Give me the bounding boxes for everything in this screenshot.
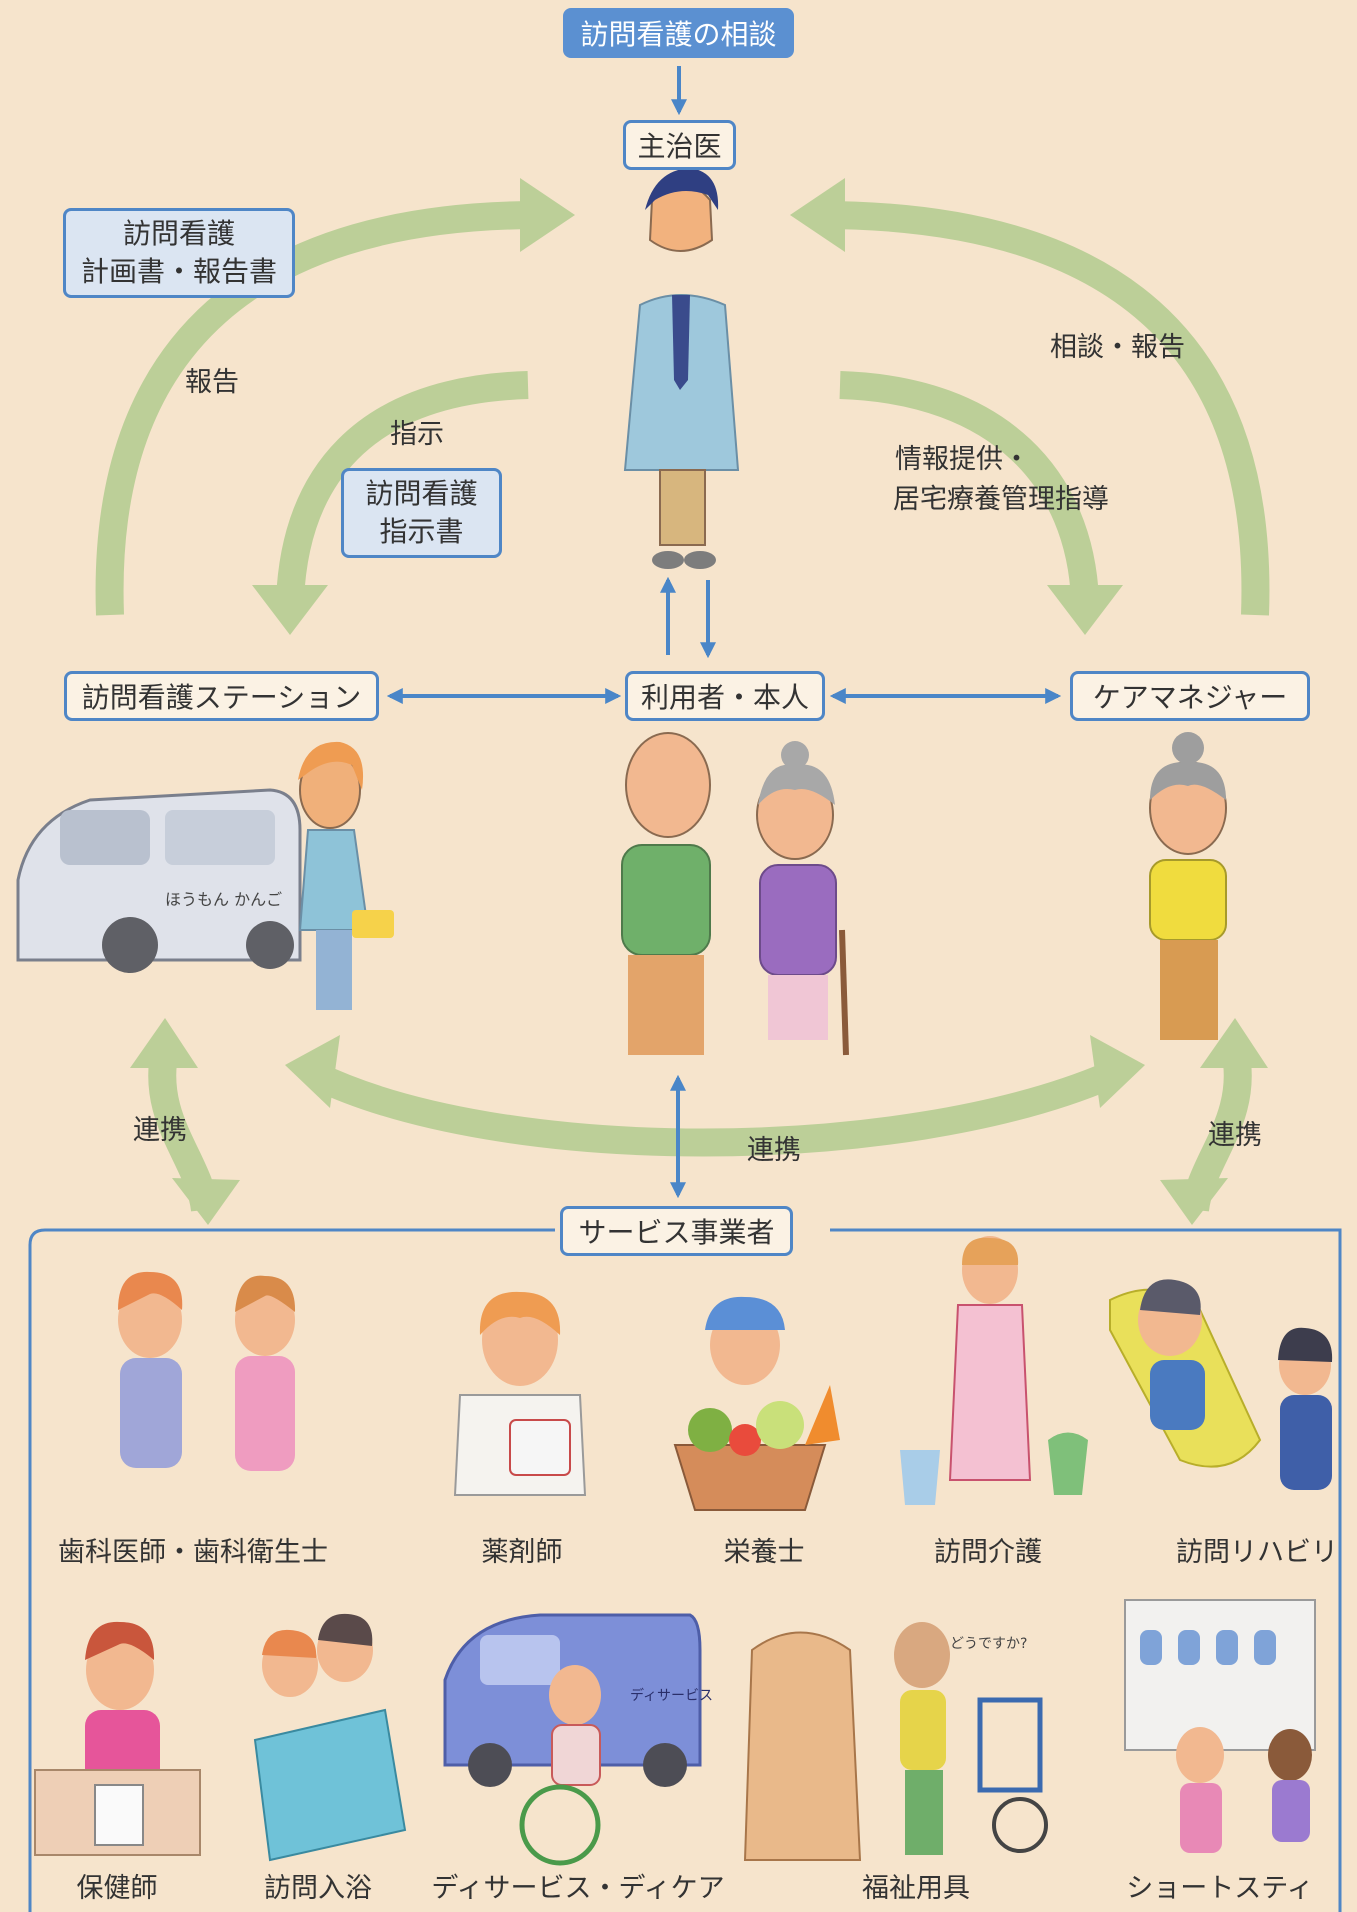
consult-label: 訪問看護の相談 <box>580 18 777 51</box>
station-label: 訪問看護ステーション <box>81 681 362 714</box>
day-service-illustration: ディサービス <box>443 1613 713 1866</box>
provider-caption-welfare-equipment: 福祉用具 <box>862 1873 970 1904</box>
provider-caption-bathing: 訪問入浴 <box>264 1873 372 1904</box>
pharmacist-illustration <box>453 1291 587 1496</box>
patient-box[interactable]: 利用者・本人 <box>625 671 825 721</box>
instruct-arc <box>276 371 529 601</box>
doctor-box[interactable]: 主治医 <box>623 120 736 170</box>
collab-right-head-top <box>1200 1018 1268 1068</box>
station-box[interactable]: 訪問看護ステーション <box>64 671 379 721</box>
plan-report-line1: 訪問看護 <box>122 217 235 250</box>
instruction-doc-line1: 訪問看護 <box>365 477 478 510</box>
care-manager-box[interactable]: ケアマネジャー <box>1070 671 1310 721</box>
provider-caption-public-health-nurse: 保健師 <box>76 1873 158 1904</box>
provider-caption-home-rehab: 訪問リハビリ <box>1176 1537 1338 1568</box>
instruct-label: 指示 <box>390 419 444 450</box>
collab-left-head-top <box>130 1018 198 1068</box>
service-frame <box>28 1228 1342 1912</box>
collab-right-label: 連携 <box>1208 1120 1262 1151</box>
blue-arrows <box>386 66 1062 1199</box>
bathing-service-illustration <box>253 1613 407 1862</box>
short-stay-illustration <box>1124 1599 1316 1853</box>
info-label-2: 居宅療養管理指導 <box>893 480 1109 520</box>
provider-caption-day-service: ディサービス・ディケア <box>431 1873 725 1904</box>
collab-left-head-bottom <box>172 1178 240 1225</box>
provider-caption-dietitian: 栄養士 <box>723 1537 805 1568</box>
speech-bubble-text: どうですか? <box>950 1636 1027 1652</box>
care-manager-illustration <box>1149 732 1227 1040</box>
instruction-doc-line2: 指示書 <box>379 515 464 548</box>
report-arc <box>95 201 541 616</box>
collab-center-label: 連携 <box>747 1135 801 1166</box>
van-illustration: ほうもん かんご <box>16 788 302 973</box>
provider-caption-dentist: 歯科医師・歯科衛生士 <box>58 1537 328 1568</box>
info-arc-head <box>1047 585 1123 635</box>
welfare-equipment-illustration: どうですか? <box>743 1622 1048 1861</box>
dentists-illustration <box>118 1271 296 1471</box>
collab-center-head-right <box>1090 1035 1145 1108</box>
consult-report-label: 相談・報告 <box>1050 332 1185 363</box>
report-arc-head <box>520 178 575 252</box>
provider-caption-pharmacist: 薬剤師 <box>481 1537 563 1568</box>
consult-arc <box>819 201 1270 616</box>
service-providers-label: サービス事業者 <box>578 1216 775 1249</box>
instruction-doc-box[interactable]: 訪問看護 指示書 <box>341 468 502 558</box>
collab-center-arc <box>308 1062 1116 1157</box>
home-care-illustration <box>900 1236 1088 1505</box>
elderly-couple-illustration <box>621 732 849 1056</box>
green-arrows <box>95 178 1270 1225</box>
plan-report-line2: 計画書・報告書 <box>80 255 277 288</box>
consult-arc-head <box>790 178 845 252</box>
plan-report-box[interactable]: 訪問看護 計画書・報告書 <box>63 208 295 298</box>
provider-caption-home-care: 訪問介護 <box>934 1537 1042 1568</box>
home-rehab-illustration <box>1109 1279 1333 1490</box>
service-providers-box[interactable]: サービス事業者 <box>560 1206 793 1256</box>
provider-caption-short-stay: ショートスティ <box>1126 1873 1314 1904</box>
public-health-nurse-illustration <box>34 1621 201 1856</box>
info-arc <box>839 371 1099 601</box>
dietitian-illustration <box>673 1296 840 1511</box>
doctor-illustration <box>623 168 740 569</box>
patient-label: 利用者・本人 <box>640 681 809 714</box>
bus-side-text: ディサービス <box>630 1687 713 1704</box>
collab-center-head-left <box>285 1035 340 1108</box>
info-line2: 居宅療養管理指導 <box>893 484 1109 515</box>
care-manager-label: ケアマネジャー <box>1092 681 1288 714</box>
doctor-label: 主治医 <box>637 130 722 163</box>
consult-box[interactable]: 訪問看護の相談 <box>563 8 794 58</box>
collab-left-label: 連携 <box>133 1115 187 1146</box>
info-label: 情報提供・ <box>895 440 1030 480</box>
van-side-text: ほうもん かんご <box>165 890 282 909</box>
info-line1: 情報提供・ <box>895 444 1030 475</box>
instruct-arc-head <box>252 585 328 635</box>
report-label: 報告 <box>185 367 239 398</box>
collab-right-head-bottom <box>1160 1178 1228 1225</box>
nurse-illustration <box>298 741 394 1010</box>
